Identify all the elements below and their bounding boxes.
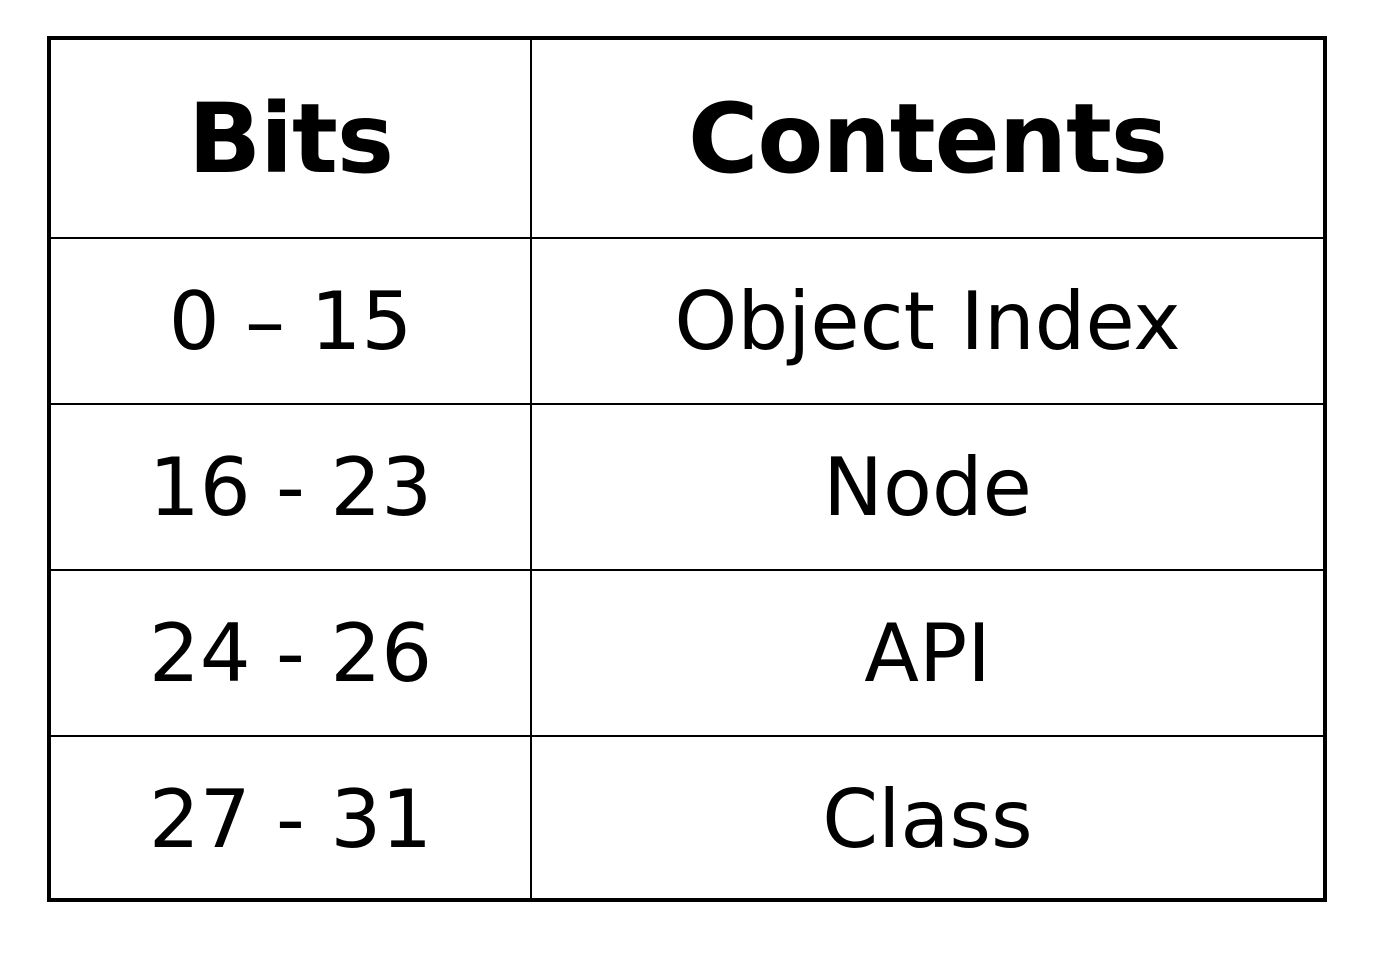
table-row: 27 - 31 Class bbox=[51, 735, 1323, 902]
cell-bits: 24 - 26 bbox=[51, 569, 532, 737]
cell-contents: Node bbox=[530, 403, 1323, 571]
cell-contents: API bbox=[530, 569, 1323, 737]
cell-bits: 0 – 15 bbox=[51, 237, 532, 405]
cell-bits: 16 - 23 bbox=[51, 403, 532, 571]
bit-layout-table: Bits Contents 0 – 15 Object Index 16 - 2… bbox=[47, 36, 1327, 902]
cell-contents: Object Index bbox=[530, 237, 1323, 405]
column-header-bits: Bits bbox=[51, 40, 532, 239]
table-row: 0 – 15 Object Index bbox=[51, 237, 1323, 405]
column-header-contents: Contents bbox=[530, 40, 1323, 239]
cell-bits: 27 - 31 bbox=[51, 735, 532, 902]
cell-contents: Class bbox=[530, 735, 1323, 902]
table-row: 16 - 23 Node bbox=[51, 403, 1323, 571]
table-row: 24 - 26 API bbox=[51, 569, 1323, 737]
table: Bits Contents 0 – 15 Object Index 16 - 2… bbox=[51, 40, 1323, 902]
table-header-row: Bits Contents bbox=[51, 40, 1323, 239]
